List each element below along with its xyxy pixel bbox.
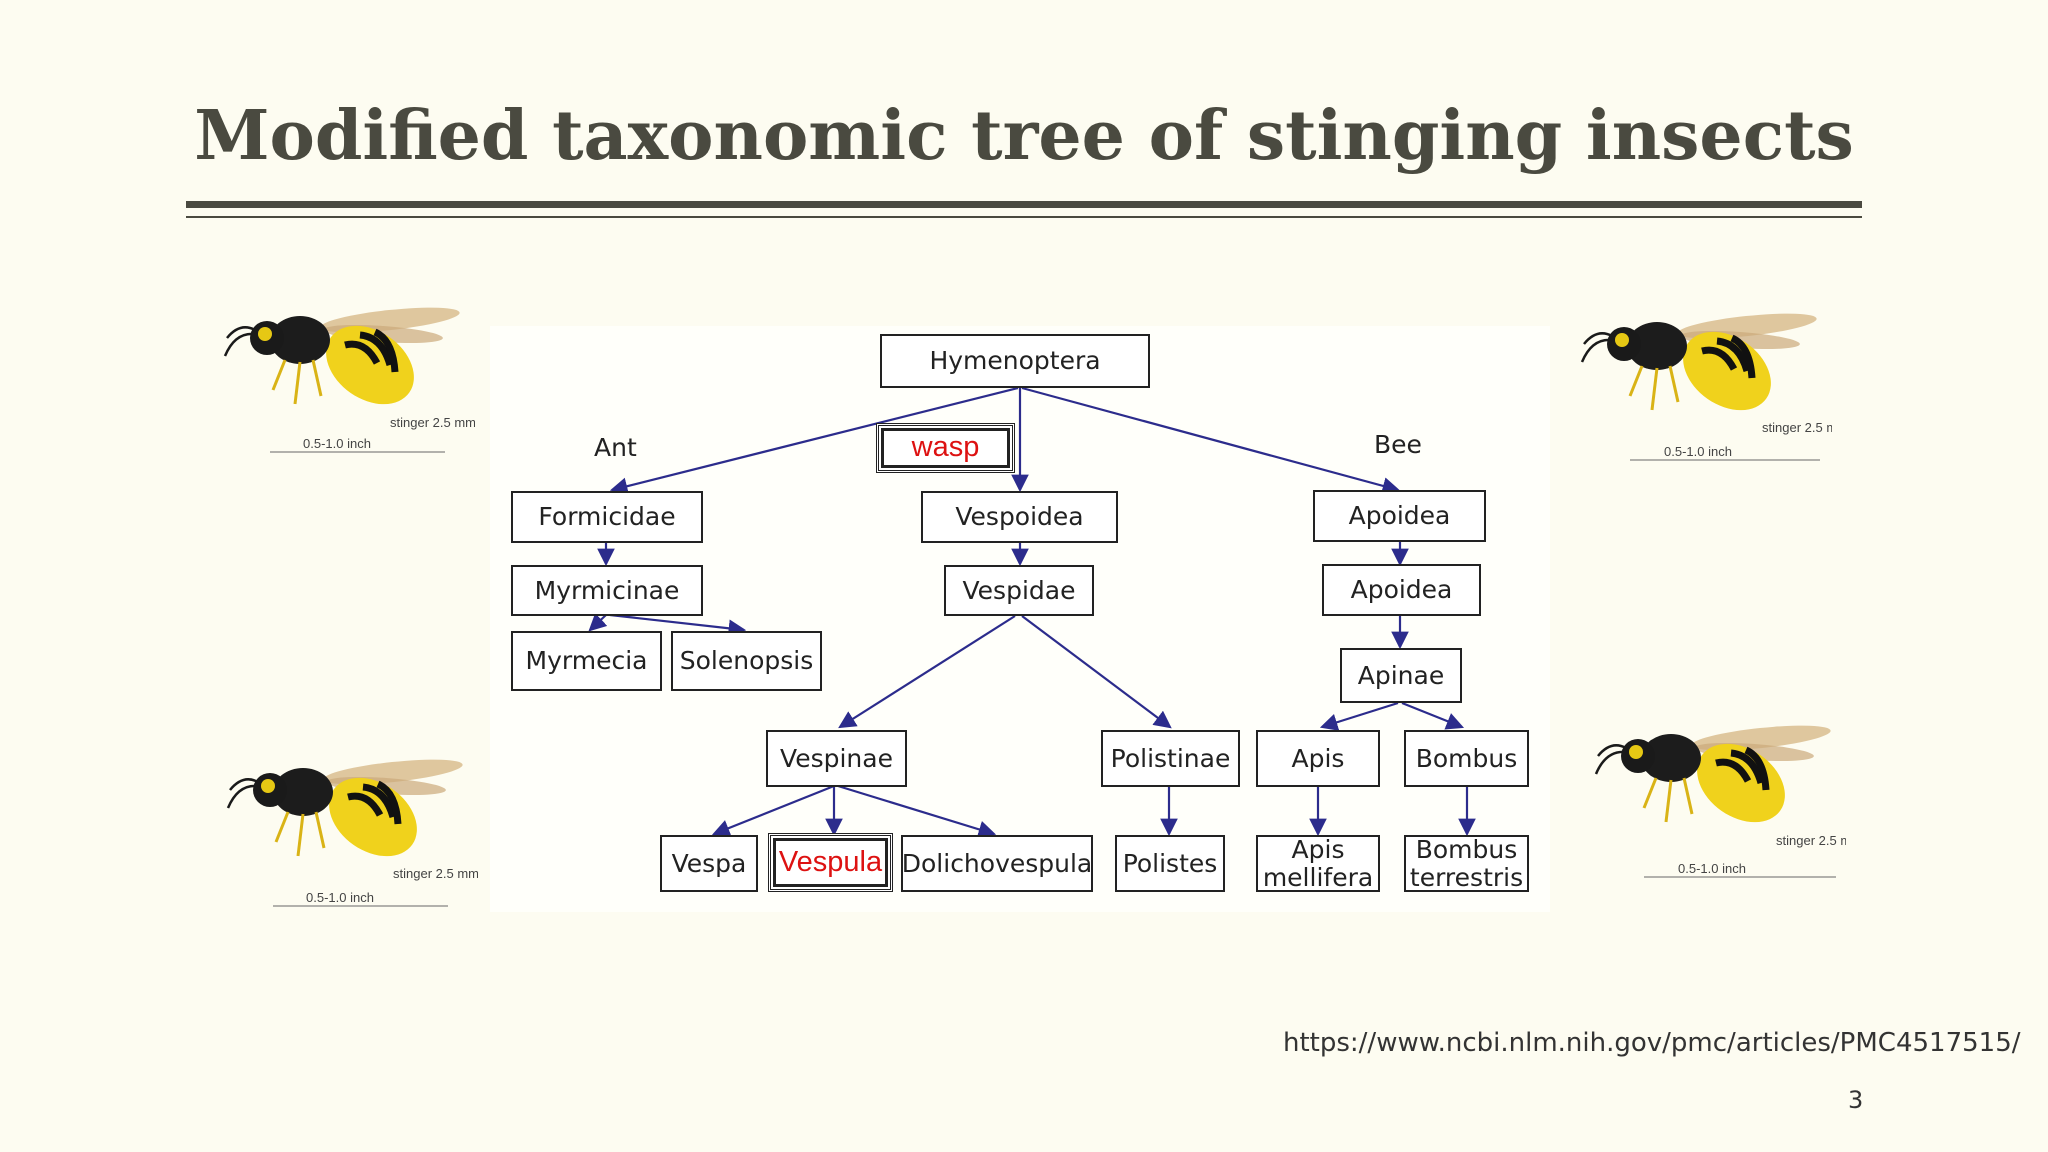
source-link[interactable]: https://www.ncbi.nlm.nih.gov/pmc/article… — [1283, 1028, 2021, 1058]
node-apoidea-superfamily: Apoidea — [1313, 490, 1486, 542]
edge-hymenoptera-formicidae — [609, 386, 1019, 495]
wasp-image-top-left: stinger 2.5 mm 0.5-1.0 inch — [223, 307, 475, 453]
node-vespidae: Vespidae — [944, 565, 1094, 616]
node-polistinae: Polistinae — [1101, 730, 1240, 787]
node-dolichovespula: Dolichovespula — [901, 835, 1093, 892]
edge-myrmicinae-myrmecia — [588, 613, 608, 632]
group-label-bee: Bee — [1374, 430, 1422, 459]
node-apis: Apis — [1256, 730, 1380, 787]
node-solenopsis: Solenopsis — [671, 631, 822, 691]
wasp-illustration — [223, 307, 460, 405]
wasp-illustration — [1594, 725, 1831, 823]
wasp-image-bottom-left: stinger 2.5 mm 0.5-1.0 inch — [226, 759, 478, 907]
wasp-image-top-right: stinger 2.5 mm 0.5-1.0 inch — [1580, 313, 1832, 461]
wasp-illustration — [226, 759, 463, 857]
size-label: 0.5-1.0 inch — [303, 436, 371, 451]
size-label: 0.5-1.0 inch — [306, 890, 374, 905]
node-myrmicinae: Myrmicinae — [511, 565, 703, 616]
node-vespinae: Vespinae — [766, 730, 907, 787]
edge-apinae-apis — [1319, 701, 1399, 731]
title-rule-thick — [186, 201, 1862, 208]
stinger-label: stinger 2.5 mm — [1762, 420, 1832, 435]
edge-vespidae-vespinae — [838, 615, 1016, 729]
node-bombus: Bombus — [1404, 730, 1529, 787]
page-number: 3 — [1848, 1086, 1864, 1114]
wasp-illustration — [1580, 313, 1817, 411]
title-rule-thin — [186, 216, 1862, 218]
slide-title: Modified taxonomic tree of stinging inse… — [194, 96, 1854, 176]
group-label-wasp: wasp — [876, 423, 1015, 473]
node-apoidea-family: Apoidea — [1322, 564, 1481, 616]
node-hymenoptera: Hymenoptera — [880, 334, 1150, 388]
stinger-label: stinger 2.5 mm — [1776, 833, 1846, 848]
node-apinae: Apinae — [1340, 648, 1462, 703]
stinger-label: stinger 2.5 mm — [390, 415, 475, 430]
group-label-ant: Ant — [594, 433, 637, 462]
vespula-text: Vespula — [778, 845, 883, 878]
node-apis-mellifera: Apis mellifera — [1256, 835, 1380, 892]
node-formicidae: Formicidae — [511, 491, 703, 543]
node-myrmecia: Myrmecia — [511, 631, 662, 691]
edge-vespidae-polistinae — [1021, 615, 1172, 729]
node-vespa: Vespa — [660, 835, 758, 892]
node-polistes: Polistes — [1115, 835, 1225, 892]
edge-myrmicinae-solenopsis — [609, 613, 747, 638]
edge-apinae-bombus — [1401, 701, 1465, 730]
size-label: 0.5-1.0 inch — [1664, 444, 1732, 459]
edge-hymenoptera-apoidea — [1021, 386, 1401, 495]
edge-vespinae-dolichovespula — [837, 784, 997, 838]
wasp-text: wasp — [911, 431, 980, 464]
node-vespoidea: Vespoidea — [921, 491, 1118, 543]
wasp-image-bottom-right: stinger 2.5 mm 0.5-1.0 inch — [1594, 725, 1846, 878]
stinger-label: stinger 2.5 mm — [393, 866, 478, 881]
node-vespula: Vespula — [768, 833, 893, 892]
node-bombus-terrestris: Bombus terrestris — [1404, 835, 1529, 892]
edge-vespinae-vespa — [711, 784, 835, 837]
size-label: 0.5-1.0 inch — [1678, 861, 1746, 876]
